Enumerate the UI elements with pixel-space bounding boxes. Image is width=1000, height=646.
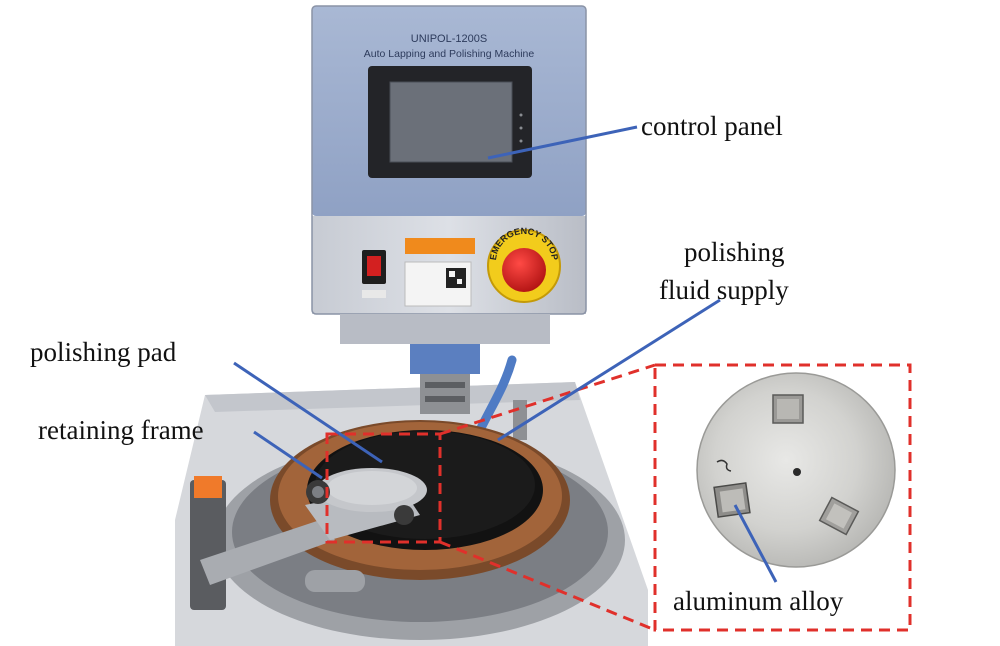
leader-polishing-pad (233, 361, 383, 464)
label-fluid-supply-line1: polishing (684, 237, 785, 267)
label-fluid-supply-line2: fluid supply (659, 275, 789, 305)
emergency-stop-button: EMERGENCY STOP (487, 226, 561, 303)
leader-control-panel (487, 125, 638, 160)
touch-screen (368, 66, 532, 178)
zoom-connector-bottom (439, 540, 656, 632)
highlight-box-small (325, 432, 442, 544)
leader-fluid-supply (497, 298, 721, 442)
zoom-connector-top (439, 363, 656, 436)
label-aluminum-alloy: aluminum alloy (673, 586, 844, 616)
leader-aluminum-alloy (733, 504, 778, 583)
zoom-inset (655, 365, 910, 630)
highlight-box-large (653, 363, 912, 632)
warning-sticker (404, 238, 475, 307)
machine-name-text: Auto Lapping and Polishing Machine (364, 48, 535, 60)
leader-lines (233, 125, 778, 583)
retaining-frame (190, 468, 427, 610)
label-retaining-frame: retaining frame (38, 415, 204, 445)
leader-retaining-frame (253, 430, 323, 480)
label-control-panel: control panel (641, 111, 783, 141)
machine-model-text: UNIPOL-1200S (411, 33, 487, 45)
label-polishing-pad: polishing pad (30, 337, 177, 367)
machine-nameplate: UNIPOL-1200S Auto Lapping and Polishing … (364, 33, 535, 60)
power-switch (362, 250, 386, 298)
